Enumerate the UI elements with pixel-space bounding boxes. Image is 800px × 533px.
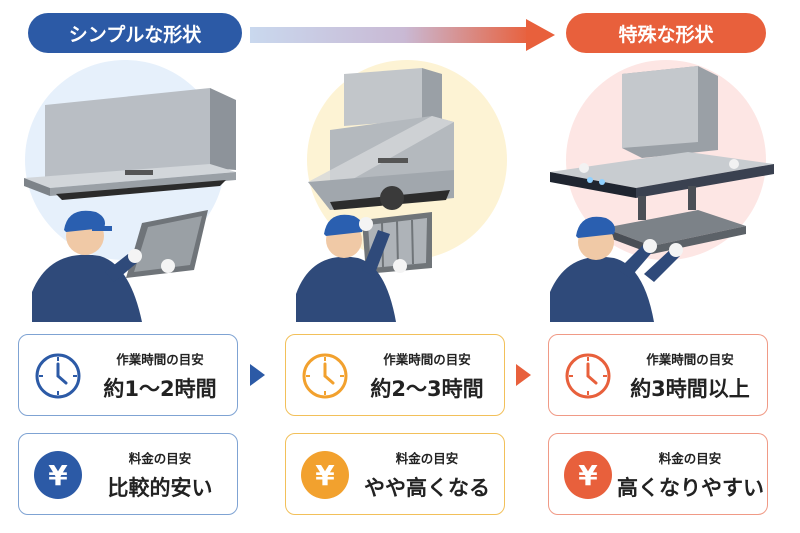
time-estimate-card-2: 作業時間の目安 約2～3時間 — [285, 334, 505, 416]
special-shape-text: 特殊な形状 — [618, 23, 714, 46]
time-estimate-card-3: 作業時間の目安 約3時間以上 — [548, 334, 768, 416]
range-hood-box — [308, 68, 454, 210]
simple-hood-illustration — [10, 60, 250, 322]
filter-panel — [126, 210, 208, 278]
worker-figure — [296, 214, 407, 322]
progression-arrow-icon — [250, 19, 555, 51]
price-title: 料金の目安 — [658, 451, 722, 466]
clock-icon — [302, 353, 348, 399]
price-value: 比較的安い — [107, 476, 213, 500]
time-value: 約1～2時間 — [103, 377, 217, 401]
worker-figure — [32, 210, 175, 322]
island-hood-illustration — [548, 60, 788, 322]
range-hood-simple — [24, 88, 236, 200]
price-estimate-card-1: ¥ 料金の目安 比較的安い — [18, 433, 238, 515]
range-hood-island — [550, 66, 774, 220]
box-hood-illustration — [282, 60, 522, 322]
arrow-right-icon — [250, 364, 265, 386]
time-title: 作業時間の目安 — [646, 352, 734, 367]
price-value: 高くなりやすい — [617, 476, 764, 500]
yen-icon: ¥ — [301, 451, 349, 499]
special-shape-label: 特殊な形状 — [566, 13, 766, 53]
clock-icon — [35, 353, 81, 399]
time-title: 作業時間の目安 — [116, 352, 204, 367]
price-title: 料金の目安 — [128, 451, 192, 466]
arrow-right-icon — [516, 364, 531, 386]
time-title: 作業時間の目安 — [383, 352, 471, 367]
price-estimate-card-3: ¥ 料金の目安 高くなりやすい — [548, 433, 768, 515]
simple-shape-label: シンプルな形状 — [28, 13, 242, 53]
yen-icon: ¥ — [34, 451, 82, 499]
time-value: 約3時間以上 — [630, 377, 750, 401]
yen-icon: ¥ — [564, 451, 612, 499]
simple-shape-text: シンプルな形状 — [68, 23, 202, 46]
price-title: 料金の目安 — [395, 451, 459, 466]
time-estimate-card-1: 作業時間の目安 約1～2時間 — [18, 334, 238, 416]
price-estimate-card-2: ¥ 料金の目安 やや高くなる — [285, 433, 505, 515]
worker-figure — [550, 216, 683, 322]
time-value: 約2～3時間 — [370, 377, 484, 401]
clock-icon — [565, 353, 611, 399]
price-value: やや高くなる — [364, 476, 490, 500]
